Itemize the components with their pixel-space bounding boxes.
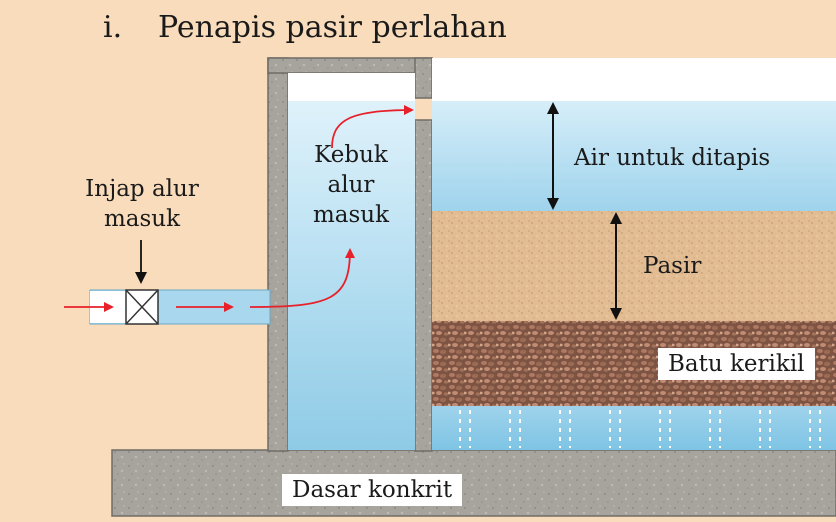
valve-x-icon	[125, 289, 159, 325]
tank-air-gap	[432, 58, 836, 101]
drain-layer	[432, 406, 836, 450]
page-title: Penapis pasir perlahan	[158, 10, 507, 45]
inlet-chamber-label-line3: masuk	[312, 202, 390, 228]
red-arrow-icon	[64, 105, 414, 312]
inlet-valve-label: Injap alur masuk	[82, 174, 202, 234]
middle-wall-lower	[414, 119, 433, 452]
inlet-chamber-label: Kebuk alur masuk	[296, 140, 406, 230]
gravel-label: Batu kerikil	[658, 348, 815, 380]
sand-label: Pasir	[643, 253, 702, 279]
left-outer-wall	[267, 57, 289, 452]
inlet-chamber-water	[288, 73, 415, 450]
middle-wall-upper	[414, 57, 433, 99]
inlet-chamber-label-line2: alur	[327, 172, 375, 198]
sand-layer	[432, 211, 836, 321]
inlet-chamber-label-line1: Kebuk	[314, 142, 388, 168]
inlet-valve-label-line1: Injap alur	[85, 176, 199, 202]
water-to-filter-layer	[432, 101, 836, 211]
water-to-filter-label: Air untuk ditapis	[574, 145, 771, 171]
inlet-valve-label-line2: masuk	[103, 206, 181, 232]
title-number: i.	[103, 10, 123, 45]
inlet-chamber-top-wall	[267, 57, 433, 74]
concrete-base	[111, 449, 836, 517]
concrete-base-label: Dasar konkrit	[282, 474, 463, 506]
drain-holes	[459, 410, 821, 448]
